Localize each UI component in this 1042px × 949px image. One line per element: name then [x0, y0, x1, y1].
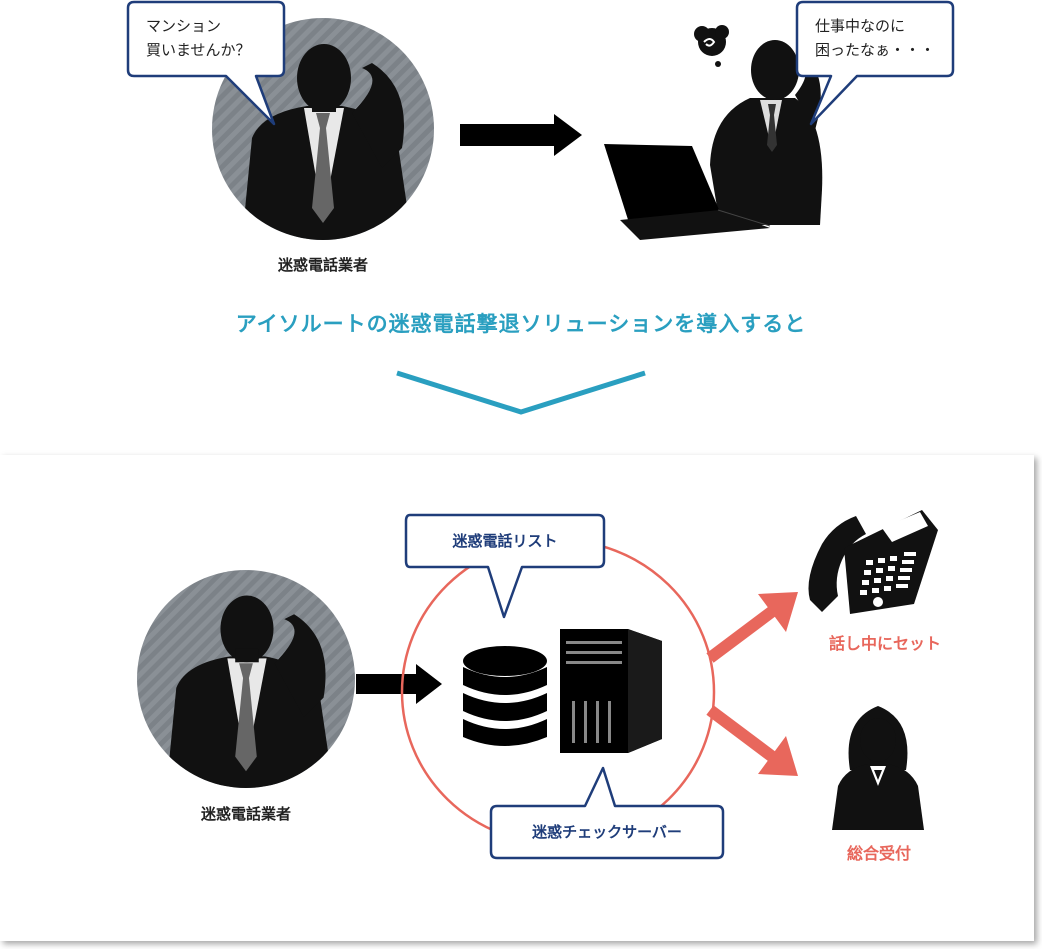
- caller-bubble-line2: 買いませんか？: [146, 41, 251, 59]
- caller-bubble-line1: マンション: [146, 17, 222, 35]
- server-icon: [558, 627, 664, 755]
- check-server-label: 迷惑チェックサーバー: [532, 823, 682, 841]
- arrow-right-icon: [460, 114, 584, 156]
- blacklist-bubble: [404, 513, 608, 621]
- chevron-down-icon: [395, 370, 647, 420]
- worker-bubble-line1: 仕事中なのに: [815, 17, 906, 35]
- reception-label: 総合受付: [846, 844, 911, 863]
- headline: アイソルートの迷惑電話撃退ソリューションを導入すると: [235, 312, 807, 336]
- caller-avatar-bottom: [137, 570, 355, 788]
- caller-speech-bubble: [126, 0, 288, 130]
- caller-caption-bottom: 迷惑電話業者: [200, 805, 291, 823]
- receptionist-icon: [828, 700, 928, 832]
- blacklist-label: 迷惑電話リスト: [452, 532, 558, 550]
- check-server-bubble: [489, 766, 725, 860]
- arrow-down-right-icon: [706, 702, 802, 782]
- caller-caption-top: 迷惑電話業者: [277, 256, 368, 274]
- desk-phone-icon: [804, 508, 940, 618]
- frustration-icon: [694, 25, 729, 67]
- worker-laptop-figure: [600, 20, 840, 245]
- worker-speech-bubble: [795, 0, 957, 130]
- worker-bubble-line2: 困ったなぁ・・・: [815, 41, 936, 59]
- database-icon: [460, 643, 550, 753]
- arrow-up-right-icon: [706, 588, 802, 668]
- busy-setting-label: 話し中にセット: [828, 634, 941, 653]
- arrow-right-icon: [356, 664, 444, 704]
